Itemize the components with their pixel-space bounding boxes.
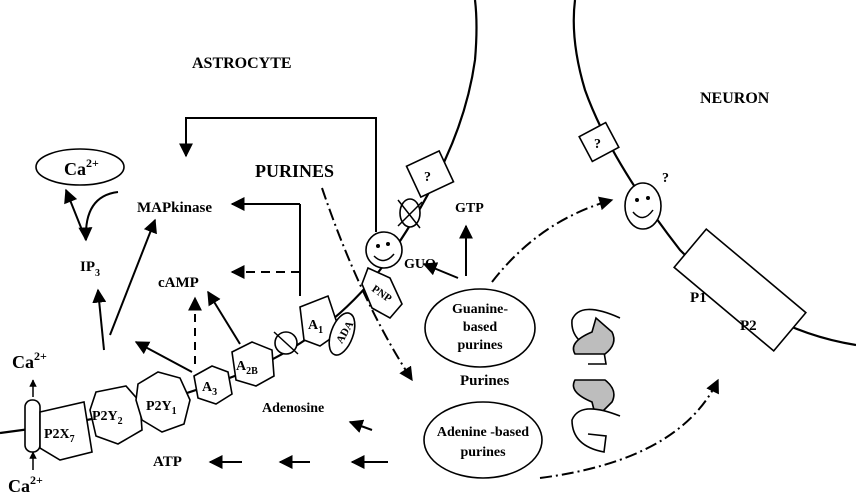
ion-channel-cylinder [25, 400, 40, 452]
ip3-label: IP3 [80, 259, 100, 279]
gtp-label: GTP [455, 201, 484, 216]
neuron-question-label: ? [594, 137, 601, 152]
neuron-smiley-eye-left [635, 198, 639, 202]
smiley-transporter [366, 232, 402, 268]
smiley-eye-right [386, 242, 390, 246]
atp-label: ATP [153, 454, 182, 470]
adenine-line1: Adenine -based [437, 425, 529, 440]
neuron-smiley [625, 183, 661, 229]
adenosine-label: Adenosine [262, 401, 324, 416]
p1-label: P1 [690, 290, 707, 306]
purines-title: PURINES [255, 161, 334, 181]
interconversion-arrows [572, 309, 620, 452]
ca-bottom-label: Ca2+ [8, 473, 43, 496]
mapkinase-label: MAPkinase [137, 200, 212, 216]
smiley-eye-left [376, 244, 380, 248]
guanine-line2: based [463, 320, 497, 335]
ca-left-label: Ca2+ [12, 349, 47, 372]
p2-label: P2 [740, 318, 757, 334]
guanine-line3: purines [457, 338, 503, 353]
neuron-smiley-eye-right [646, 196, 650, 200]
unknown-receptor-label: ? [424, 170, 431, 185]
a3-receptor [194, 366, 232, 404]
camp-label: cAMP [158, 275, 199, 291]
guo-label: GUO [404, 257, 436, 272]
adenine-line2: purines [460, 445, 506, 460]
astrocyte-label: ASTROCYTE [192, 55, 292, 72]
purines-label: Purines [460, 373, 509, 389]
guanine-line1: Guanine- [452, 302, 508, 317]
neuron-smiley-question: ? [662, 171, 669, 186]
adenine-purines-ellipse [424, 402, 542, 478]
neuron-label: NEURON [700, 90, 770, 107]
